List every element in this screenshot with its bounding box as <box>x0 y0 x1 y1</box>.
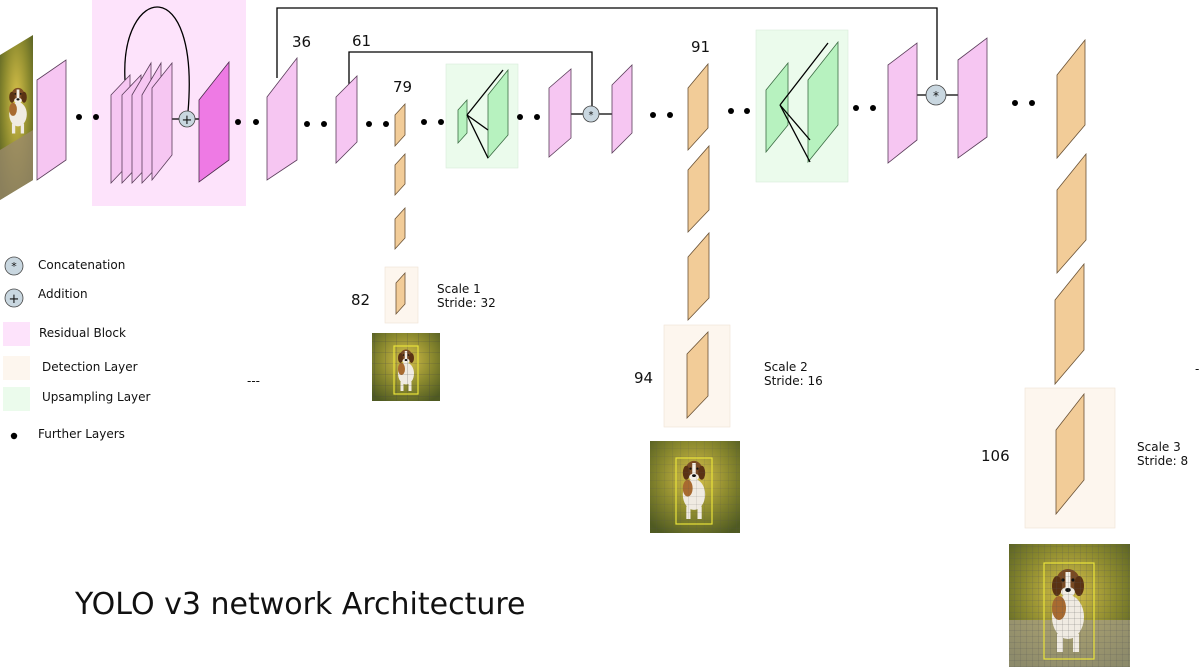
layer-number-94: 94 <box>634 369 653 387</box>
residual-skip-arc <box>124 6 190 113</box>
output-image-scale-2 <box>650 441 740 533</box>
conv-layer-61 <box>335 75 358 164</box>
detection-layer-100 <box>1056 38 1086 160</box>
layer-number-36: 36 <box>292 33 311 51</box>
concat-op-1: * <box>582 105 600 123</box>
svg-text:+: + <box>9 292 20 307</box>
conv-layer-post-concat-1 <box>611 64 633 154</box>
skip-connection-61 <box>348 51 593 106</box>
layer-number-91: 91 <box>691 38 710 56</box>
legend-residual-block: Residual Block <box>3 322 126 346</box>
conv-layer-post-concat-2 <box>957 37 988 159</box>
detection-layer-106 <box>1055 392 1085 516</box>
legend-addition: + Addition <box>4 287 88 308</box>
svg-text:+: + <box>182 113 193 128</box>
detection-layer-92 <box>687 144 710 233</box>
svg-text:Further Layers: Further Layers <box>38 427 125 441</box>
detection-layer-94 <box>686 331 709 419</box>
output-image-scale-3 <box>1009 544 1130 667</box>
svg-text:*: * <box>933 89 939 103</box>
concatenation-icon <box>4 256 24 276</box>
addition-icon <box>4 288 24 308</box>
detection-layer-79 <box>394 102 406 148</box>
svg-text:*: * <box>589 110 594 121</box>
conv-layer-pre-concat-2 <box>887 42 918 164</box>
diagram-title: YOLO v3 network Architecture <box>74 587 526 622</box>
conv-layer-pre-concat-1 <box>548 68 572 158</box>
legend: * Concatenation + Addition Residual Bloc… <box>3 256 151 441</box>
detection-swatch <box>3 356 30 380</box>
output-image-scale-1 <box>372 333 440 401</box>
concat-op-2: * <box>925 84 947 106</box>
conv-layer-1 <box>36 59 67 181</box>
scale-1-name: Scale 1 <box>437 282 481 296</box>
svg-text:Residual Block: Residual Block <box>39 326 126 340</box>
residual-block-layers <box>110 61 173 185</box>
svg-text:*: * <box>11 260 17 273</box>
legend-further-layers: Further Layers <box>10 427 125 441</box>
svg-text:Concatenation: Concatenation <box>38 258 125 272</box>
ellipsis-right: - <box>1195 362 1199 376</box>
detection-layer-93 <box>687 231 710 321</box>
conv-layer-36 <box>266 56 298 181</box>
upsample-block-1 <box>457 68 509 160</box>
legend-concatenation: * Concatenation <box>4 256 125 276</box>
detection-layer-80 <box>394 152 406 197</box>
svg-text:Addition: Addition <box>38 287 88 301</box>
scale-3-name: Scale 3 <box>1137 440 1181 454</box>
layer-number-106: 106 <box>981 447 1010 465</box>
scale-1-stride: Stride: 32 <box>437 296 496 310</box>
scale-2-name: Scale 2 <box>764 360 808 374</box>
layer-number-61: 61 <box>352 32 371 50</box>
input-image <box>0 35 33 200</box>
legend-detection-layer: Detection Layer <box>3 356 138 380</box>
scale-2-stride: Stride: 16 <box>764 374 823 388</box>
dot-icon <box>10 432 18 440</box>
svg-text:Upsampling Layer: Upsampling Layer <box>42 390 151 404</box>
svg-text:Detection Layer: Detection Layer <box>42 360 138 374</box>
upsampling-swatch <box>3 387 30 411</box>
addition-op: + <box>178 110 196 128</box>
further-layers-dots <box>76 100 1035 127</box>
scale-3-stride: Stride: 8 <box>1137 454 1188 468</box>
skip-connection-36 <box>276 7 938 80</box>
residual-output-layer <box>198 60 230 183</box>
detection-layer-82 <box>395 271 406 316</box>
upsample-block-2 <box>765 40 839 164</box>
detection-layer-101 <box>1056 152 1087 275</box>
ellipsis-left: --- <box>247 374 260 388</box>
layer-number-82: 82 <box>351 291 370 309</box>
detection-layer-102 <box>1054 262 1085 386</box>
detection-layer-81 <box>394 206 406 251</box>
residual-swatch <box>3 322 30 346</box>
layer-number-79: 79 <box>393 78 412 96</box>
legend-upsampling-layer: Upsampling Layer <box>3 387 151 411</box>
detection-layer-91 <box>687 62 709 152</box>
